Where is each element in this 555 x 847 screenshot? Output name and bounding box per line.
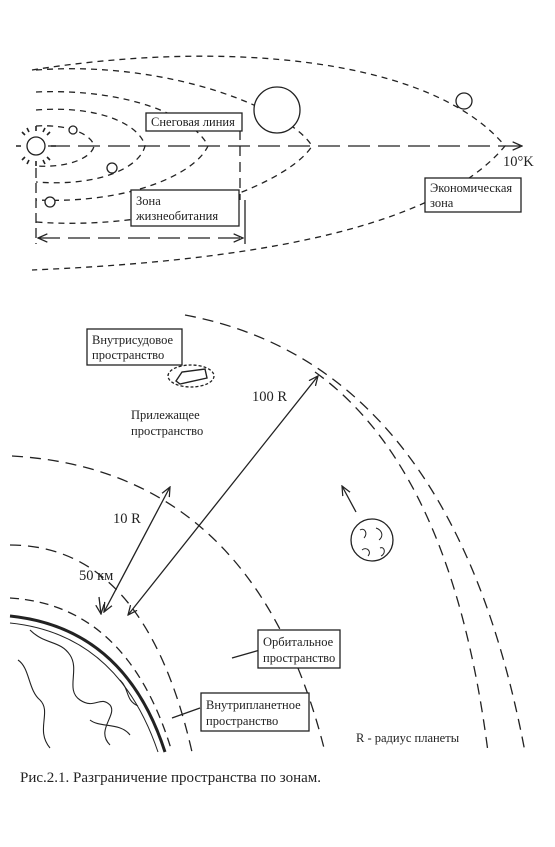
planet-diagram (9, 314, 526, 753)
distance-50km-label: 50 км (79, 568, 113, 584)
cislunar-label-1: Внутрисудовое (92, 333, 174, 347)
adjacent-label-1: Прилежащее (131, 408, 200, 422)
continents (17, 629, 139, 749)
orbital-label-2: пространство (263, 651, 335, 665)
distance-10R-label: 10 R (113, 511, 141, 527)
planet-2 (106, 162, 118, 174)
arrow-50km (99, 596, 101, 614)
habitable-zone-box (130, 189, 240, 227)
orbital-box (257, 629, 341, 669)
snow-line-box (145, 112, 243, 132)
economic-zone-box (424, 177, 522, 213)
planet-surface (9, 614, 167, 753)
solar-system-diagram (16, 55, 522, 271)
adjacent-label-2: пространство (131, 424, 203, 438)
orbit-5 (31, 55, 506, 271)
intraplanetary-box (200, 692, 310, 732)
outer-boundary-arc (184, 314, 526, 753)
planet-3 (44, 196, 56, 208)
intraplanetary-label-1: Внутрипланетное (206, 698, 301, 712)
planet-labels: Внутрисудовое пространство Прилежащее пр… (79, 333, 460, 745)
spaceship-icon (167, 364, 215, 388)
upper-atmosphere-arc (9, 597, 173, 753)
snow-line-label: Снеговая линия (151, 115, 235, 129)
solar-labels: Снеговая линия Зона жизнеобитания Эконом… (135, 115, 534, 223)
intraplanetary-label-2: пространство (206, 714, 278, 728)
planet-outer (455, 92, 473, 110)
planet-surface-inner (9, 622, 159, 753)
habitable-zone-label-2: жизнеобитания (135, 209, 218, 223)
intraplanetary-leader (171, 707, 201, 719)
orbit-1 (35, 125, 95, 167)
economic-zone-label-2: зона (430, 196, 454, 210)
orbit-3 (35, 90, 209, 202)
sun-icon (16, 126, 56, 166)
cislunar-label-2: пространство (92, 348, 164, 362)
temperature-label: 10°K (503, 154, 534, 170)
orbital-leader (231, 649, 261, 659)
radius-note: R - радиус планеты (356, 731, 460, 745)
planet-gas-giant (253, 86, 301, 134)
arrow-10R (104, 487, 170, 612)
economic-zone-label-1: Экономическая (430, 181, 512, 195)
planet-1 (68, 125, 78, 135)
hundred-r-arc (314, 371, 489, 753)
moon-icon (350, 518, 394, 562)
distance-100R-label: 100 R (252, 389, 287, 405)
moon-direction-arrow (342, 486, 357, 513)
orbit-2 (35, 108, 146, 184)
cislunar-box (86, 328, 183, 366)
orbital-label-1: Орбитальное (263, 635, 334, 649)
figure-caption: Рис.2.1. Разграничение пространства по з… (20, 770, 321, 786)
habitable-zone-label-1: Зона (136, 194, 161, 208)
